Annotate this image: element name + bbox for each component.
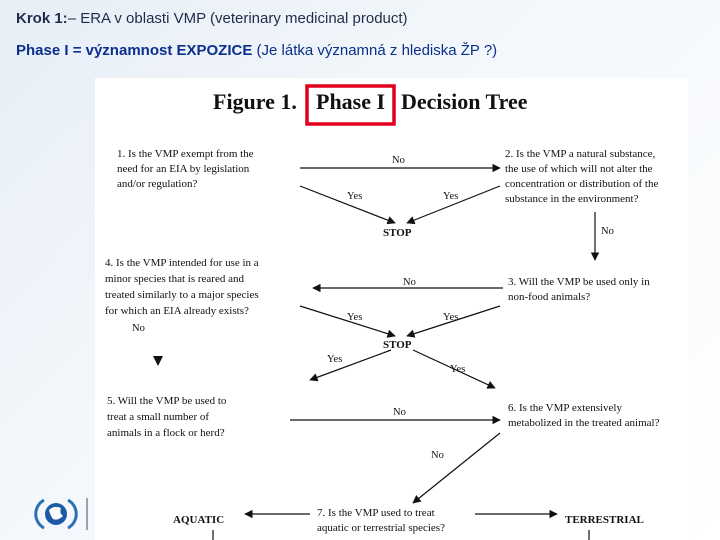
arrow-q3-stop [406, 305, 501, 338]
decision-tree-svg: Figure 1. Phase I Decision Tree 1. Is th… [105, 84, 661, 540]
question-3: 3. Will the VMP be used only in non-food… [508, 276, 653, 303]
figure-title-highlight: Phase I [316, 89, 385, 114]
figure-title: Figure 1. [213, 89, 297, 114]
question-1: 1. Is the VMP exempt from the need for a… [117, 148, 256, 190]
figure-title-suffix: Decision Tree [401, 89, 528, 114]
label-yes-q6: Yes [450, 364, 465, 375]
label-yes-q3: Yes [443, 312, 458, 323]
label-no-q2: No [601, 226, 614, 237]
arrow-q4-q5-head [153, 356, 163, 366]
question-5: 5. Will the VMP be used to treat a small… [107, 395, 229, 439]
title-highlight-box [305, 84, 396, 126]
label-yes-q1: Yes [347, 191, 362, 202]
label-no-q3: No [403, 277, 416, 288]
stop-label-1: STOP [383, 227, 412, 239]
header-title: Krok 1:– ERA v oblasti VMP (veterinary m… [16, 10, 408, 27]
terrestrial-label: TERRESTRIAL [565, 514, 644, 526]
label-no-q6: No [431, 450, 444, 461]
stop-label-2: STOP [383, 339, 412, 351]
label-yes-q5: Yes [327, 354, 342, 365]
question-7: 7. Is the VMP used to treat aquatic or t… [317, 507, 445, 534]
header-subtitle: Phase I = významnost EXPOZICE (Je látka … [16, 42, 497, 59]
arrow-q1-stop [299, 185, 396, 225]
arrow-stop-q6 [412, 349, 496, 389]
header-step-desc: – ERA v oblasti VMP (veterinary medicina… [67, 10, 408, 27]
header-step-label: Krok 1: [16, 10, 68, 27]
arrow-q6-q7 [412, 432, 501, 504]
organization-logo-icon [34, 494, 78, 534]
figure-title-prefix: Figure 1. [213, 89, 297, 114]
label-yes-q2: Yes [443, 191, 458, 202]
label-yes-q4: Yes [347, 312, 362, 323]
label-no-q1: No [392, 155, 405, 166]
label-no-q4: No [132, 323, 145, 334]
question-4: 4. Is the VMP intended for use in a mino… [105, 257, 261, 317]
decision-tree-figure: Figure 1. Phase I Decision Tree 1. Is th… [95, 78, 688, 540]
logo-divider [86, 498, 88, 530]
question-2: 2. Is the VMP a natural substance, the u… [505, 148, 661, 205]
header-phase-desc: (Je látka významná z hlediska ŽP ?) [252, 42, 498, 59]
arrow-q4-stop [299, 305, 396, 338]
arrow-stop-q5 [309, 349, 392, 382]
header-phase-label: Phase I = významnost EXPOZICE [16, 42, 253, 59]
label-no-q5: No [393, 407, 406, 418]
arrow-q2-stop [406, 185, 501, 225]
aquatic-label: AQUATIC [173, 514, 224, 526]
question-6: 6. Is the VMP extensively metabolized in… [508, 402, 660, 429]
